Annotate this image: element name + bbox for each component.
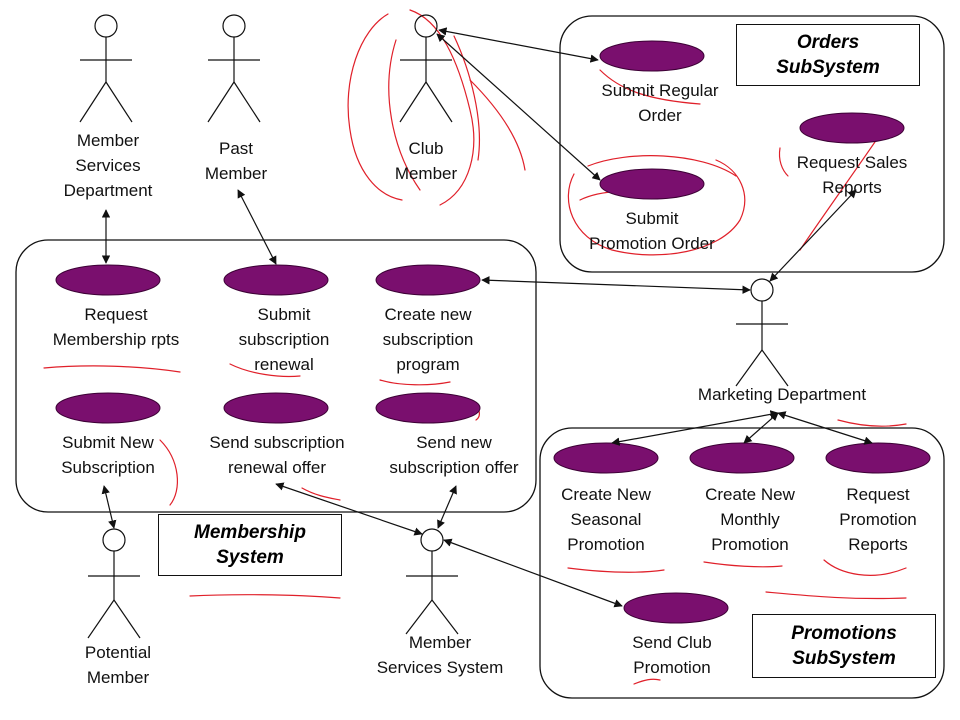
usecase-send-club-promotion-label: Send Club Promotion <box>632 633 712 677</box>
actor-member-services-system-figure <box>405 528 459 635</box>
usecase-send-new-subscription-offer <box>375 392 481 424</box>
actor-member-services-system-label: Member Services System <box>376 633 504 677</box>
usecase-submit-promotion-order-label: Submit Promotion Order <box>589 209 715 253</box>
promotions-subsystem-title: Promotions SubSystem <box>752 614 936 678</box>
actor-potential-member-label: Potential Member <box>84 643 152 687</box>
assoc-mss-clubpromotion <box>443 538 623 608</box>
actor-club-member-label: Club Member <box>394 139 458 183</box>
assoc-potential-newsub <box>101 485 117 529</box>
usecase-create-new-monthly-promotion-label: Create New Monthly Promotion <box>705 485 795 554</box>
usecase-request-membership-rpts <box>55 264 161 296</box>
usecase-request-sales-reports-label: Request Sales Reports <box>796 153 908 197</box>
actor-past-member-figure <box>207 14 261 123</box>
actor-past-member-label: Past Member <box>204 139 268 183</box>
usecase-submit-promotion-order <box>599 168 705 200</box>
usecase-create-new-monthly-promotion <box>689 442 795 474</box>
usecase-submit-subscription-renewal-label: Submit subscription renewal <box>238 305 330 374</box>
actor-marketing-department-figure <box>735 278 789 387</box>
usecase-send-subscription-renewal-offer <box>223 392 329 424</box>
usecase-create-new-subscription-program <box>375 264 481 296</box>
usecase-send-club-promotion <box>623 592 729 624</box>
membership-system-title: Membership System <box>158 514 342 576</box>
orders-subsystem-title: Orders SubSystem <box>736 24 920 86</box>
usecase-submit-new-subscription-label: Submit New Subscription <box>61 433 155 477</box>
assoc-marketing-monthly <box>743 412 779 444</box>
usecase-request-membership-rpts-label: Request Membership rpts <box>52 305 180 349</box>
assoc-clubmember-promotionorder <box>436 33 601 181</box>
usecase-create-new-seasonal-promotion <box>553 442 659 474</box>
usecase-send-subscription-renewal-offer-label: Send subscription renewal offer <box>209 433 345 477</box>
usecase-request-promotion-reports <box>825 442 931 474</box>
assoc-marketing-salesreports <box>769 189 857 282</box>
usecase-submit-regular-order <box>599 40 705 72</box>
assoc-mss-renewaloffer <box>275 482 423 536</box>
use-cases <box>55 40 931 624</box>
actor-member-services-department-label: Member Services Department <box>63 131 153 200</box>
actor-potential-member-figure <box>87 528 141 639</box>
usecase-request-promotion-reports-label: Request Promotion Reports <box>839 485 917 554</box>
usecase-request-sales-reports <box>799 112 905 144</box>
usecase-submit-new-subscription <box>55 392 161 424</box>
usecase-submit-regular-order-label: Submit Regular Order <box>601 81 719 125</box>
usecase-send-new-subscription-offer-label: Send new subscription offer <box>389 433 519 477</box>
assoc-pastmember-renewal <box>237 189 277 265</box>
actor-member-services-department-figure <box>79 14 133 123</box>
usecase-submit-subscription-renewal <box>223 264 329 296</box>
usecase-create-new-seasonal-promotion-label: Create New Seasonal Promotion <box>561 485 651 554</box>
associations <box>101 27 873 608</box>
usecase-create-new-subscription-program-label: Create new subscription program <box>382 305 474 374</box>
assoc-mss-newsuboffer <box>437 485 457 529</box>
assoc-marketing-promoreports <box>777 411 873 445</box>
actor-marketing-department-label: Marketing Department <box>697 385 867 404</box>
assoc-marketing-subprogram <box>481 276 751 294</box>
